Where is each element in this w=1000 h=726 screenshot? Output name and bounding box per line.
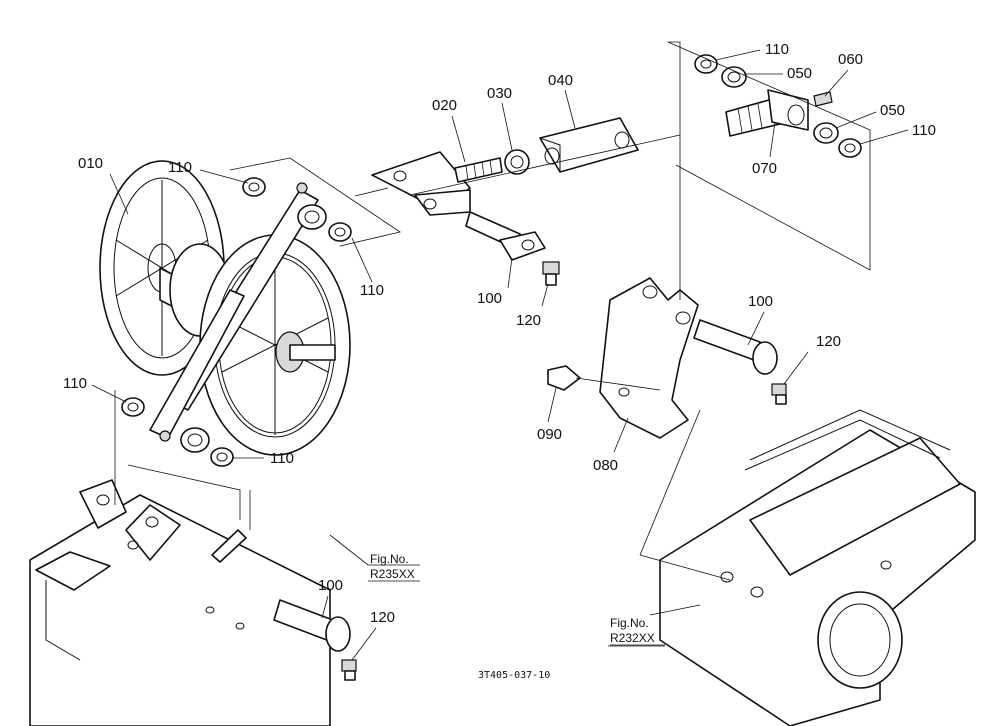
fig-ref-2-line1: Fig.No. (610, 616, 649, 630)
label-080: 080 (593, 457, 618, 474)
adjuster-070 (725, 89, 809, 137)
bushing-050-bottom (813, 122, 839, 144)
label-110-b: 110 (360, 282, 384, 299)
label-120-c: 120 (370, 609, 395, 626)
nut-030 (504, 149, 530, 175)
label-110-e: 110 (765, 41, 789, 58)
pin-100-middle (465, 211, 546, 261)
threaded-rod-020 (454, 157, 503, 183)
bolt-120-right (771, 383, 787, 405)
label-110-d: 110 (270, 450, 294, 467)
label-050-b: 050 (880, 102, 905, 119)
pin-100-lower (273, 599, 351, 652)
label-110-f: 110 (912, 122, 936, 139)
label-100-c: 100 (318, 577, 343, 594)
label-040: 040 (548, 72, 573, 89)
bolt-090 (547, 365, 581, 391)
label-050-a: 050 (787, 65, 812, 82)
pin-100-right (693, 319, 778, 375)
bolt-120-lower (341, 659, 357, 681)
drawing-code: 3T405-037-10 (478, 670, 550, 681)
label-100-b: 100 (748, 293, 773, 310)
washer-110-group (121, 54, 862, 467)
label-110-a: 110 (168, 159, 192, 176)
label-120-b: 120 (816, 333, 841, 350)
label-120-a: 120 (516, 312, 541, 329)
assembly-guide-lines (114, 41, 871, 581)
bracket-020 (371, 151, 471, 216)
label-070: 070 (752, 160, 777, 177)
fig-ref-2-line2: R232XX (610, 631, 655, 645)
label-030: 030 (487, 85, 512, 102)
fig-reference-r232xx: Fig.No. R232XX (608, 616, 665, 647)
label-010: 010 (78, 155, 103, 172)
bushing-050-top (721, 66, 747, 88)
grease-fitting-060 (813, 91, 833, 107)
frame-lower-left (29, 479, 331, 726)
bolt-120-middle (542, 261, 560, 286)
label-020: 020 (432, 97, 457, 114)
frame-lower-right (659, 409, 976, 726)
fig-reference-r235xx: Fig.No. R235XX (368, 552, 420, 582)
label-110-c: 110 (63, 375, 87, 392)
clevis-040 (539, 117, 639, 173)
label-100-a: 100 (477, 290, 502, 307)
label-090: 090 (537, 426, 562, 443)
wheel-assembly-010 (99, 160, 351, 456)
leader-lines (91, 49, 909, 661)
bracket-080 (599, 277, 699, 439)
label-060: 060 (838, 51, 863, 68)
fig-ref-1-line1: Fig.No. (370, 552, 409, 566)
fig-ref-1-line2: R235XX (370, 567, 415, 581)
